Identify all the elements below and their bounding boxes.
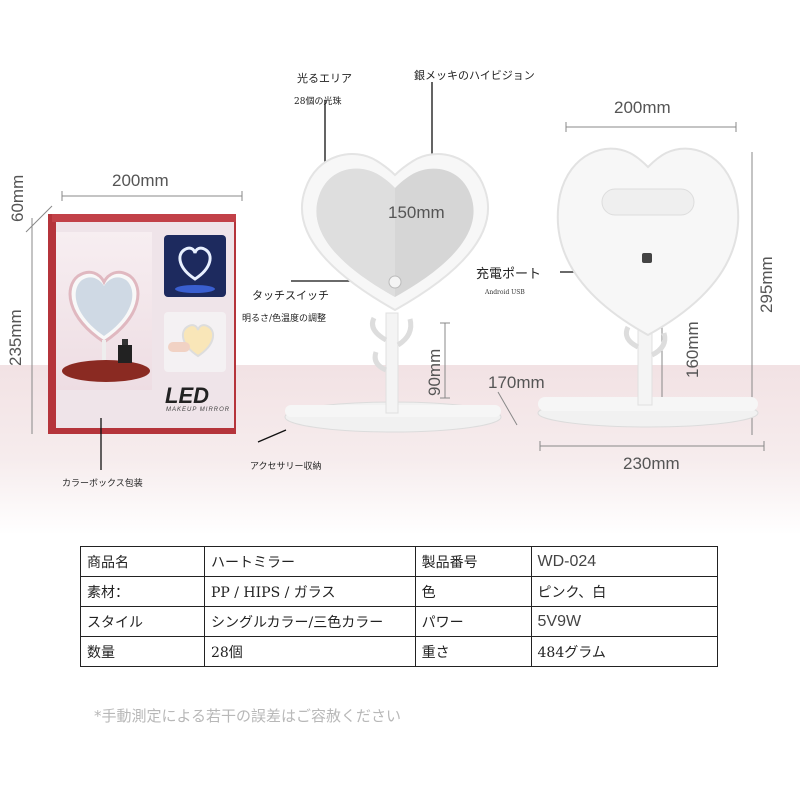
perfume-bottle-icon — [118, 339, 132, 363]
table-row: 素材： PP / HIPS / ガラス 色 ピンク、白 — [80, 576, 719, 607]
callout-charging-port: 充電ポート — [476, 267, 542, 282]
box-mirror-graphic — [68, 270, 140, 364]
box-thumb-hand — [164, 312, 226, 372]
dim-box-height: 235mm — [6, 309, 25, 366]
box-subtitle: MAKEUP MIRROR — [166, 407, 231, 413]
dim-back-stem: 160mm — [683, 321, 702, 378]
box-thumb-lit — [164, 235, 226, 297]
dim-stem-height: 90mm — [425, 348, 444, 396]
dim-base-width: 230mm — [623, 454, 680, 473]
callout-brightness: 明るさ/色温度の調整 — [242, 314, 327, 324]
mirror-back-illustration — [537, 147, 759, 428]
dim-mirror-diagonal: 150mm — [388, 203, 445, 222]
callout-accessory: アクセサリー収納 — [250, 462, 322, 472]
spec-table: 商品名 ハートミラー 製品番号 WD-024 素材： PP / HIPS / ガ… — [80, 546, 719, 667]
callout-color-box: カラーボックス包装 — [62, 479, 143, 489]
dim-back-width: 200mm — [614, 98, 671, 117]
table-row: 数量 28個 重さ 484グラム — [80, 636, 719, 667]
table-row: スタイル シングルカラー/三色カラー パワー 5V9W — [80, 606, 719, 637]
callout-silver-mirror: 銀メッキのハイビジョン — [414, 69, 535, 82]
box-tray-graphic — [62, 360, 150, 382]
callout-beads: 28個の光珠 — [294, 97, 342, 107]
table-row: 商品名 ハートミラー 製品番号 WD-024 — [80, 546, 719, 577]
dim-box-width: 200mm — [112, 171, 169, 190]
box-brand: LED — [165, 383, 209, 408]
callout-touch-switch: タッチスイッチ — [252, 289, 329, 302]
dim-tray-depth: 170mm — [488, 373, 545, 392]
dim-back-height: 295mm — [757, 256, 776, 313]
measurement-note: *手動測定による若干の誤差はご容赦ください — [94, 707, 402, 725]
dim-box-depth: 60mm — [8, 174, 27, 222]
callout-light-area: 光るエリア — [297, 72, 352, 85]
mirror-front-illustration — [284, 153, 502, 433]
callout-usb: Android USB — [485, 289, 525, 296]
